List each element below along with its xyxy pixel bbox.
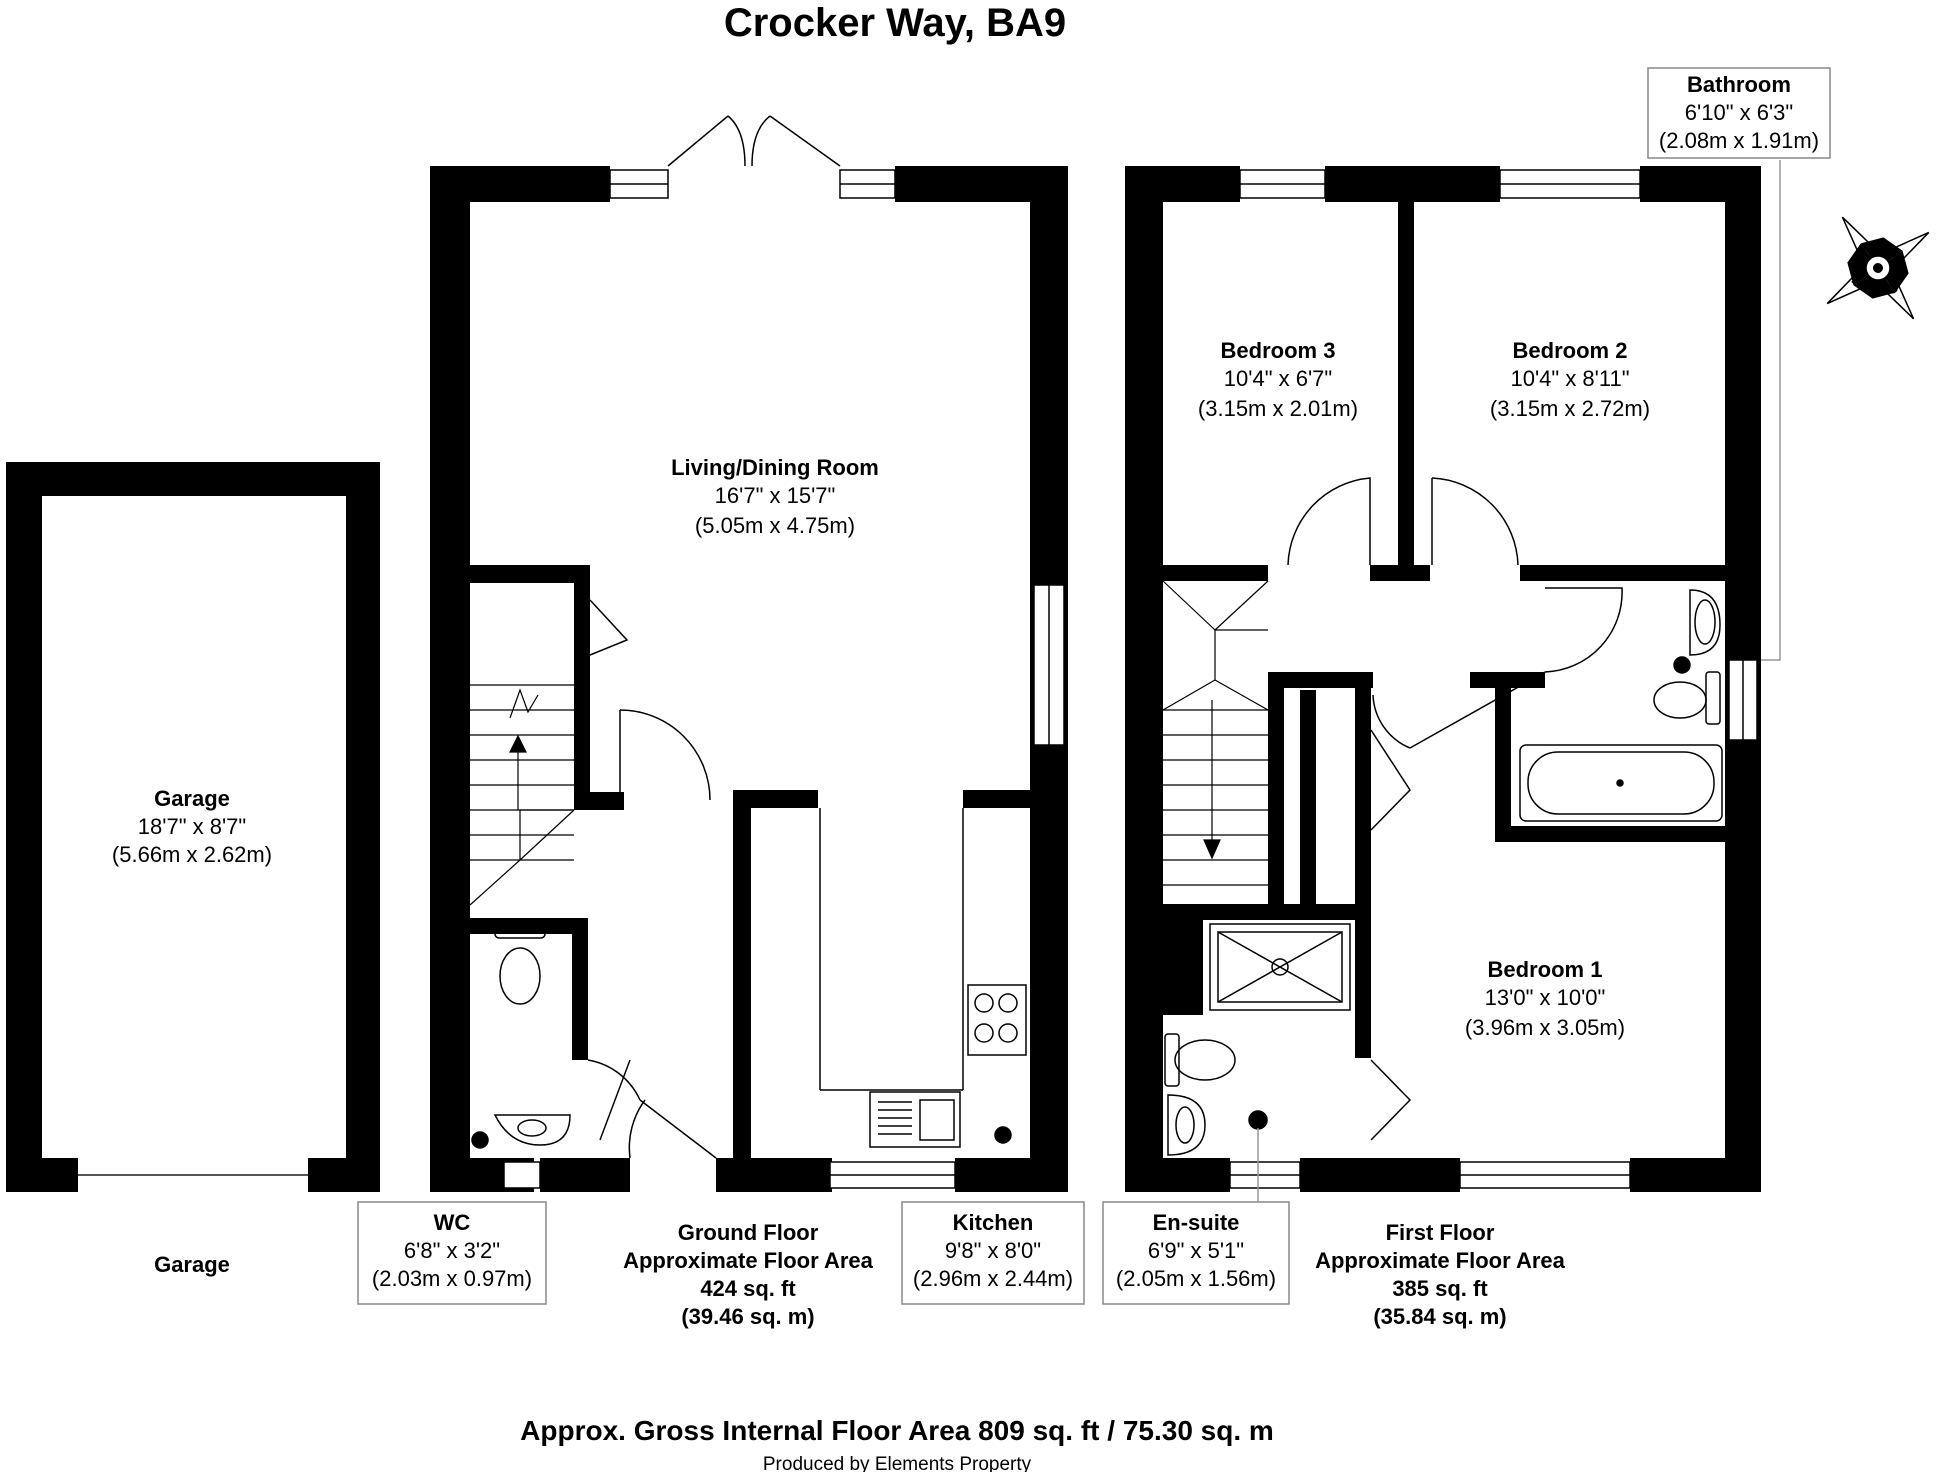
first-floor-windows bbox=[1229, 169, 1758, 1189]
wc-name: WC bbox=[434, 1210, 471, 1235]
bathroom-imperial: 6'10" x 6'3" bbox=[1685, 100, 1793, 125]
garage-metric: (5.66m x 2.62m) bbox=[112, 842, 272, 867]
bedroom3-imperial: 10'4" x 6'7" bbox=[1224, 366, 1332, 391]
first-floor-sqm: (35.84 sq. m) bbox=[1373, 1304, 1506, 1329]
kitchen-imperial: 9'8" x 8'0" bbox=[945, 1238, 1041, 1263]
garage-name: Garage bbox=[154, 786, 230, 811]
ground-floor-area-label: Approximate Floor Area bbox=[623, 1248, 874, 1273]
bathroom-leader-line bbox=[1761, 160, 1781, 661]
wc-metric: (2.03m x 0.97m) bbox=[372, 1266, 532, 1291]
first-floor-doors bbox=[1287, 477, 1623, 1141]
ground-floor-sqft: 424 sq. ft bbox=[700, 1276, 796, 1301]
ensuite-name: En-suite bbox=[1153, 1210, 1240, 1235]
living-name: Living/Dining Room bbox=[671, 455, 879, 480]
living-metric: (5.05m x 4.75m) bbox=[695, 513, 855, 538]
kitchen-metric: (2.96m x 2.44m) bbox=[913, 1266, 1073, 1291]
wc-label-box bbox=[357, 1201, 547, 1305]
bathroom-name: Bathroom bbox=[1687, 72, 1791, 97]
ensuite-metric: (2.05m x 1.56m) bbox=[1116, 1266, 1276, 1291]
ground-floor-doors bbox=[587, 599, 717, 1159]
first-floor-stairs bbox=[1162, 580, 1269, 886]
ground-floor-walls bbox=[430, 166, 1068, 1192]
bedroom3-name: Bedroom 3 bbox=[1221, 338, 1336, 363]
first-floor-walls bbox=[1125, 166, 1761, 1192]
ground-floor-title: Ground Floor bbox=[678, 1220, 819, 1245]
ground-floor-windows bbox=[503, 169, 1065, 1189]
bathroom-label-box bbox=[1647, 67, 1831, 159]
ensuite-imperial: 6'9" x 5'1" bbox=[1148, 1238, 1244, 1263]
wc-fixtures bbox=[471, 923, 571, 1149]
first-floor-area-label: Approximate Floor Area bbox=[1315, 1248, 1566, 1273]
kitchen-label-box bbox=[901, 1201, 1085, 1305]
bedroom1-metric: (3.96m x 3.05m) bbox=[1465, 1015, 1625, 1040]
ground-floor-sqm: (39.46 sq. m) bbox=[681, 1304, 814, 1329]
ensuite-label-box bbox=[1102, 1201, 1290, 1305]
bathroom-metric: (2.08m x 1.91m) bbox=[1659, 128, 1819, 153]
garage-imperial: 18'7" x 8'7" bbox=[138, 814, 246, 839]
garage-structure bbox=[6, 462, 380, 1192]
kitchen-name: Kitchen bbox=[953, 1210, 1034, 1235]
wc-imperial: 6'8" x 3'2" bbox=[404, 1238, 500, 1263]
bedroom2-name: Bedroom 2 bbox=[1513, 338, 1628, 363]
gross-floor-area: Approx. Gross Internal Floor Area 809 sq… bbox=[520, 1415, 1274, 1446]
garage-floor-label: Garage bbox=[154, 1252, 230, 1277]
bedroom2-imperial: 10'4" x 8'11" bbox=[1510, 366, 1629, 391]
bathroom-fixtures bbox=[1519, 589, 1723, 822]
bedroom1-name: Bedroom 1 bbox=[1488, 957, 1603, 982]
compass-icon: N S E W bbox=[1826, 216, 1930, 320]
living-imperial: 16'7" x 15'7" bbox=[715, 483, 836, 508]
first-floor-title: First Floor bbox=[1386, 1220, 1495, 1245]
bedroom1-imperial: 13'0" x 10'0" bbox=[1485, 985, 1606, 1010]
producer-credit: Produced by Elements Property bbox=[763, 1454, 1032, 1472]
french-doors bbox=[667, 115, 841, 167]
ground-floor-stairs bbox=[469, 684, 575, 906]
plan-title: Crocker Way, BA9 bbox=[724, 1, 1066, 45]
kitchen-fixtures bbox=[819, 808, 1027, 1148]
bedroom2-metric: (3.15m x 2.72m) bbox=[1490, 396, 1650, 421]
first-floor-sqft: 385 sq. ft bbox=[1392, 1276, 1488, 1301]
bedroom3-metric: (3.15m x 2.01m) bbox=[1198, 396, 1358, 421]
